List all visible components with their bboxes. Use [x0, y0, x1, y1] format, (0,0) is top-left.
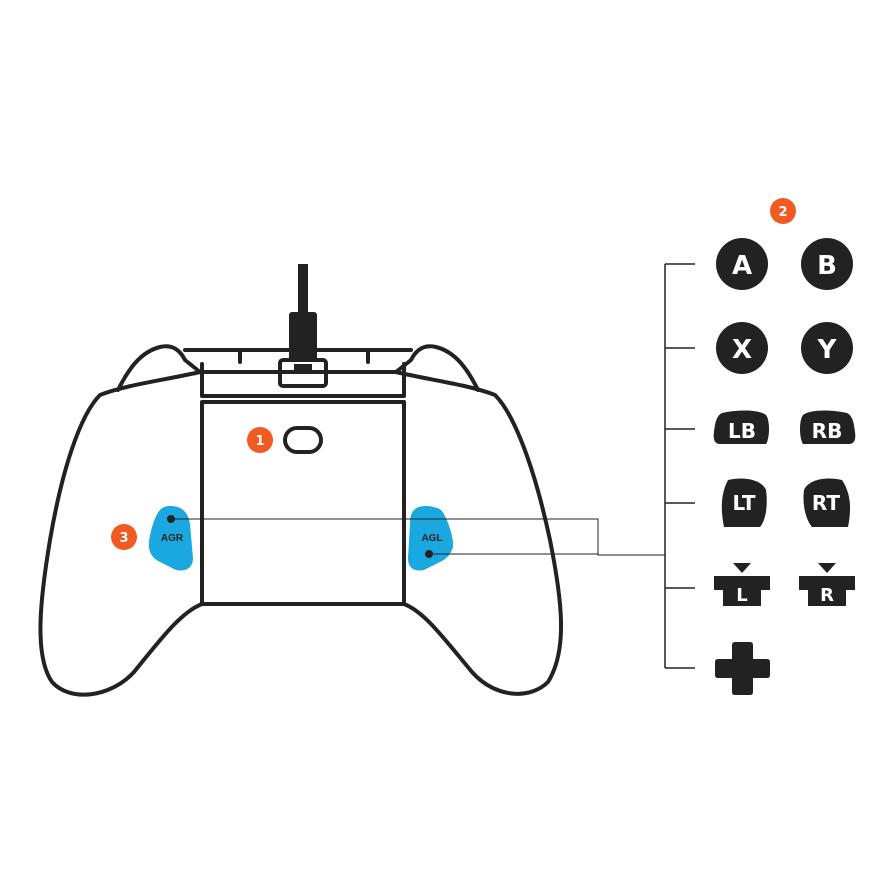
svg-text:2: 2 [778, 205, 787, 220]
button-l[interactable]: L [714, 563, 770, 606]
svg-text:LB: LB [728, 419, 756, 443]
svg-text:B: B [817, 251, 837, 281]
button-a[interactable]: A [716, 238, 768, 290]
svg-text:1: 1 [255, 434, 264, 449]
callout-2: 2 [770, 198, 796, 224]
button-b[interactable]: B [801, 238, 853, 290]
button-lt[interactable]: LT [721, 478, 767, 527]
svg-text:3: 3 [119, 531, 128, 546]
callout-1: 1 [247, 427, 273, 453]
button-bracket [664, 263, 695, 669]
svg-text:RT: RT [812, 491, 841, 515]
leader-lines [171, 518, 665, 556]
r-arrow-icon [818, 563, 836, 573]
svg-text:LT: LT [732, 491, 755, 515]
svg-text:L: L [736, 585, 747, 606]
button-y[interactable]: Y [801, 322, 853, 374]
svg-text:X: X [732, 335, 752, 365]
controller-outline [38, 344, 564, 697]
paddle-left-label: AGR [161, 533, 184, 544]
svg-text:RB: RB [812, 419, 843, 443]
svg-text:A: A [732, 251, 752, 281]
paddle-right-label: AGL [421, 533, 442, 544]
callout-3: 3 [111, 524, 137, 550]
l-arrow-icon [733, 563, 751, 573]
svg-text:Y: Y [817, 335, 838, 365]
program-button-icon[interactable] [283, 426, 323, 454]
paddle-left[interactable]: AGR [148, 506, 193, 571]
button-r[interactable]: R [799, 563, 855, 606]
button-x[interactable]: X [716, 322, 768, 374]
button-rb[interactable]: RB [800, 410, 856, 444]
paddle-right[interactable]: AGL [408, 506, 454, 571]
usb-cable-icon [278, 264, 328, 388]
svg-text:R: R [820, 585, 834, 606]
dpad-icon[interactable] [715, 642, 770, 695]
button-lb[interactable]: LB [713, 410, 769, 444]
button-rt[interactable]: RT [803, 478, 851, 527]
